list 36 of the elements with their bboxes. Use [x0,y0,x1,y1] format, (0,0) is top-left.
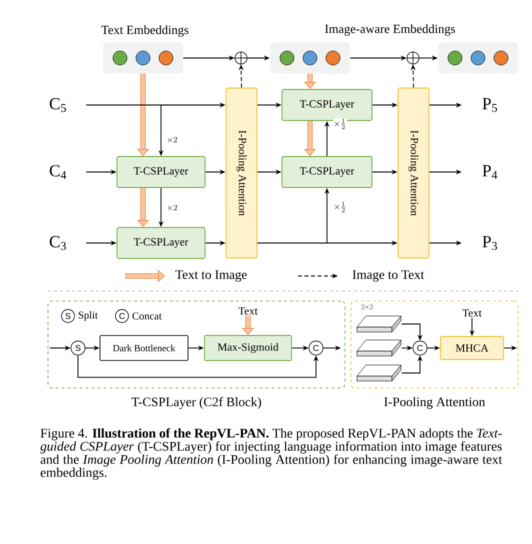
block-box: Max-Sigmoid [204,335,292,361]
feature-map-drawing [356,364,402,382]
symbol-caption: Split [78,311,98,321]
heading: T-CSPLayer (C2f Block) [132,397,262,409]
heading: I-Pooling Attention [384,397,486,409]
input-label: Text [238,307,258,315]
edge-label: $\times\frac{1}{2}$ [333,201,347,213]
legend-label: Image to Text [352,270,424,282]
level-label: C$_{3}$ [50,236,66,250]
caption: Figure 4. Illustration of the RepVL-PAN. The proposed RepVL-PAN adopts the Text-guided CSPLayer (T-CSPLayer) for injecting language information into image features and the Image Pooling Attention (I-Pooling Attention) for enhancing image-aware text embeddings. [40,428,502,480]
edge-label: $\times\frac{1}{2}$ [333,118,347,130]
level-label: C$_{5}$ [50,98,66,112]
legend-label: Text to Image [175,270,247,282]
embedding-panel [438,42,518,74]
layer-box: T-CSPLayer [116,227,206,259]
block-box: MHCA [440,336,504,360]
heading: Text Embeddings [101,25,188,37]
attention-block: I-Pooling Attention [398,88,430,258]
edge-label: $\times 2$ [166,204,178,212]
layer-box: T-CSPLayer [116,156,206,188]
level-label: C$_{4}$ [50,165,66,179]
symbol-caption: Concat [132,312,162,320]
plus-symbol [406,51,420,65]
feature-map-drawing [356,340,402,356]
edge-label: $\times 2$ [166,136,178,144]
embedding-panel [270,42,350,74]
layer-box: T-CSPLayer [282,89,372,121]
level-label: P$_{5}$ [482,98,497,112]
level-label: P$_{4}$ [482,165,498,179]
level-label: P$_{3}$ [482,236,497,250]
plus-symbol [234,51,248,65]
block-box: Dark Bottleneck [100,335,188,361]
attention-block: I-Pooling Attention [226,88,258,258]
annotation: Image-aware Embeddings [325,24,455,36]
layer-box: T-CSPLayer [282,156,372,188]
input-label: Text [462,309,482,317]
